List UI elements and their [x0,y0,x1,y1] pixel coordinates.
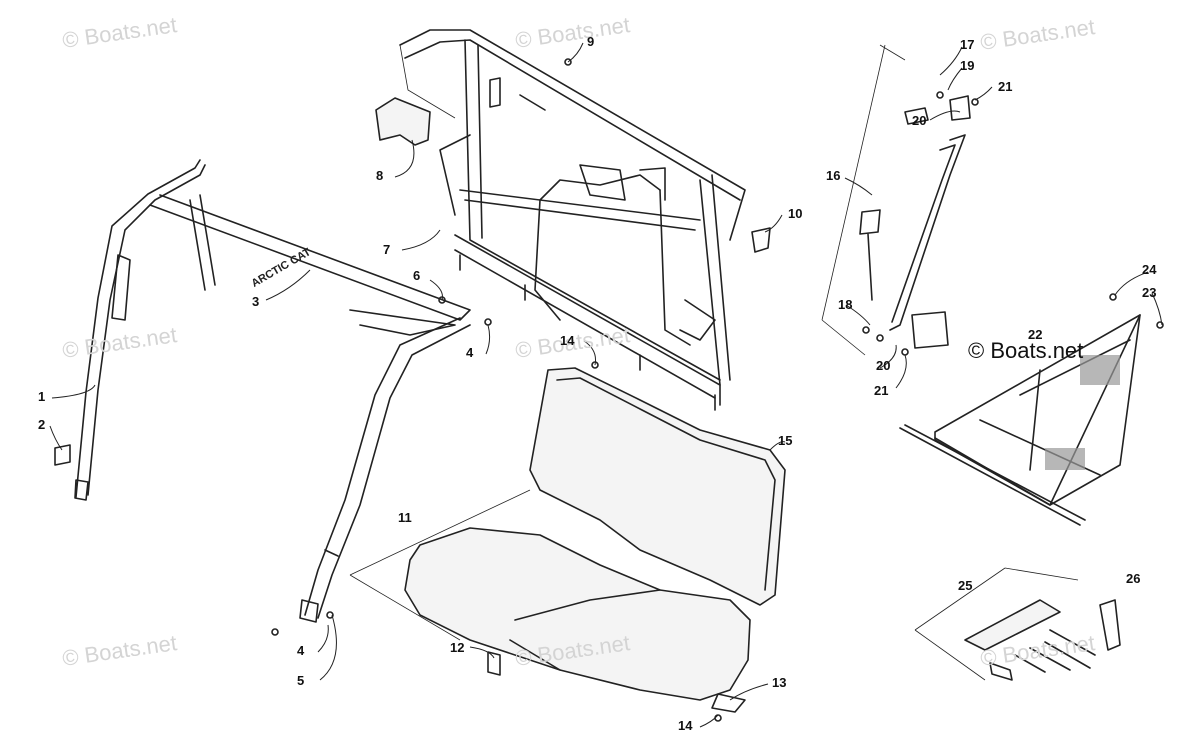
callout-20: 20 [876,358,891,373]
watermark-dark: © Boats.net [968,338,1084,363]
front-rops-frame [74,159,471,623]
callout-20: 20 [912,113,927,128]
callout-17: 17 [960,37,975,52]
callout-4: 4 [466,345,474,360]
seat-back [529,367,786,606]
bracket-part-10 [751,227,771,253]
callout-5: 5 [297,673,305,688]
callout-1: 1 [38,389,46,404]
decal-part-2 [54,444,71,466]
callout-7: 7 [383,242,391,257]
seat-bracket-part-13 [711,693,746,713]
callout-21: 21 [874,383,889,398]
callout-19: 19 [960,58,975,73]
callout-8: 8 [376,168,384,183]
callout-15: 15 [778,433,793,448]
seat-bottom [404,527,751,701]
callout-11: 11 [398,510,412,525]
callout-16: 16 [826,168,841,183]
callout-26: 26 [1126,571,1141,586]
callout-24: 24 [1142,262,1157,277]
headrest-pad [375,97,431,146]
rear-rops-frame [399,29,746,411]
callout-25: 25 [958,578,973,593]
callout-14: 14 [678,718,693,733]
seat-bracket-part-12 [487,651,501,676]
callout-9: 9 [587,34,595,49]
callout-14: 14 [560,333,575,348]
callout-12: 12 [450,640,465,655]
callout-3: 3 [252,294,260,309]
callout-21: 21 [998,79,1013,94]
callout-18: 18 [838,297,853,312]
seat-belt-assembly [859,95,971,349]
callout-4: 4 [297,643,305,658]
callout-2: 2 [38,417,46,432]
callout-23: 23 [1142,285,1157,300]
tool-kit [964,599,1096,681]
tool-part-26 [1099,599,1121,651]
callout-10: 10 [788,206,803,221]
fasteners [271,58,1164,722]
callout-6: 6 [413,268,421,283]
cargo-net [899,314,1141,526]
callout-22: 22 [1028,327,1043,342]
callout-13: 13 [772,675,787,690]
